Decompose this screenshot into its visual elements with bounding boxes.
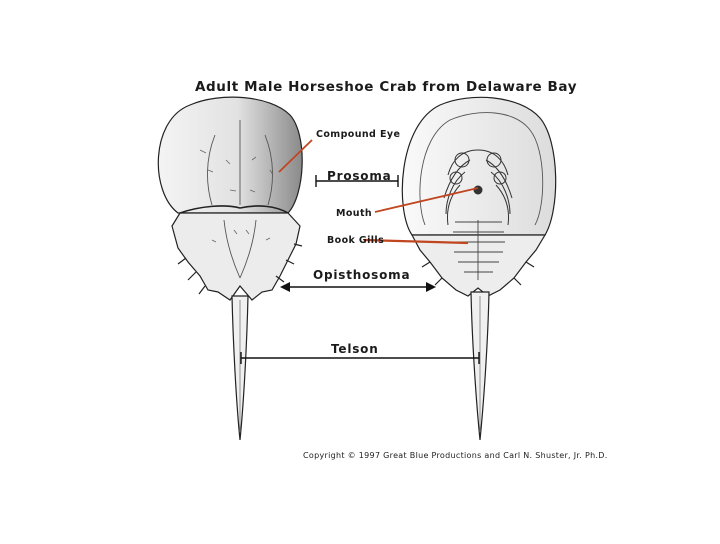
label-book-gills: Book Gills [327, 235, 384, 246]
copyright-notice: Copyright © 1997 Great Blue Productions … [303, 451, 608, 460]
ventral-prosoma-shell [402, 97, 555, 235]
ventral-crab [402, 97, 555, 440]
opisthosoma-dimension [280, 282, 436, 292]
label-telson: Telson [331, 342, 379, 356]
label-prosoma: Prosoma [327, 169, 392, 183]
diagram-title: Adult Male Horseshoe Crab from Delaware … [195, 79, 577, 95]
label-compound-eye: Compound Eye [316, 129, 400, 140]
dorsal-prosoma-shell [158, 97, 302, 213]
dorsal-crab [158, 97, 302, 440]
label-opisthosoma: Opisthosoma [313, 268, 410, 282]
label-mouth: Mouth [336, 208, 372, 219]
